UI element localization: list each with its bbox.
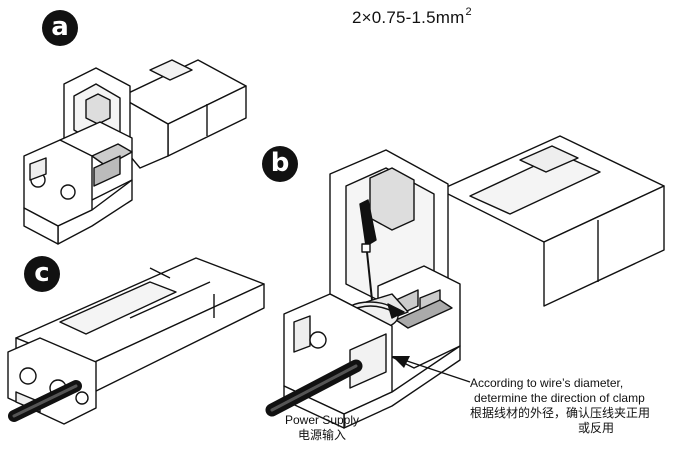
power-supply-en: Power Supply (284, 413, 360, 427)
callout-arrow (392, 356, 471, 383)
device-closed-illustration (7, 257, 265, 425)
wire-gauge-value: 2×0.75-1.5mm (352, 8, 465, 27)
callout-en-line1: According to wire’s diameter, (470, 376, 624, 390)
device-open-small-illustration (23, 59, 247, 245)
callout-zh-line1: 根据线材的外径，确认压线夹正用 (470, 406, 651, 420)
power-supply-zh: 电源输入 (297, 428, 346, 442)
wire-gauge-spec: 2×0.75-1.5mm2 (352, 6, 472, 28)
callout-en-line2: determine the direction of clamp (474, 391, 645, 405)
power-cables (8, 359, 363, 422)
device-open-large-illustration (283, 135, 665, 429)
power-supply-label: Power Supply 电源输入 (272, 413, 372, 443)
callout-zh-line2: 或反用 (578, 421, 615, 435)
step-b-badge: b (262, 146, 298, 182)
wire-gauge-exponent: 2 (465, 6, 472, 18)
step-a-badge: a (42, 10, 78, 46)
step-c-badge: c (24, 256, 60, 292)
